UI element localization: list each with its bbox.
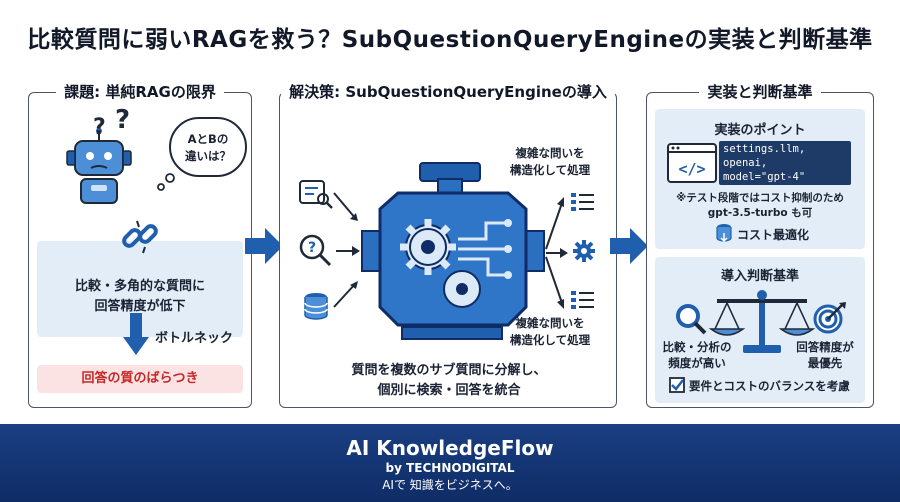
problem-panel-title: 課題: 単純RAGの限界 <box>56 83 224 101</box>
criterion-line: 回答精度が <box>796 340 854 354</box>
criterion-line: 比較・分析の <box>662 340 732 354</box>
criterion-line: 頻度が高い <box>668 356 726 370</box>
right-arrow-icon <box>610 228 648 264</box>
list-icon <box>571 193 594 211</box>
note-line: 複雑な問いを <box>515 146 585 160</box>
balance-note: 要件とコストのバランスを考慮 <box>689 379 850 393</box>
balance-scale-icon <box>708 290 816 353</box>
criteria-title: 導入判断基準 <box>720 269 799 284</box>
solution-caption: 質問を複数のサブ質問に分解し、 個別に検索・回答を統合 <box>280 361 618 401</box>
footer-byline: by TECHNODIGITAL <box>385 461 515 475</box>
thought-bubble-tail <box>157 173 175 191</box>
criterion-accuracy: 回答精度が 最優先 <box>785 339 865 371</box>
points-title: 実装のポイント <box>714 123 806 138</box>
solution-panel: 解決策: SubQuestionQueryEngineの導入 ? <box>279 83 618 408</box>
target-icon <box>813 302 846 334</box>
bottleneck-label: ボトルネック <box>155 331 234 346</box>
test-note: ※テスト段階ではコスト抑制のため gpt-3.5-turbo も可 <box>655 191 865 221</box>
issue-line: 比較・多角的な質問に <box>74 279 205 294</box>
code-line: model="gpt-4" <box>723 171 806 183</box>
down-arrow-icon <box>123 313 149 355</box>
note-line: 構造化して処理 <box>509 333 591 347</box>
result-box: 回答の質のばらつき <box>37 365 243 393</box>
gear-icon <box>573 240 595 262</box>
test-note-line: gpt-3.5-turbo も可 <box>707 207 813 219</box>
problem-panel: 課題: 単純RAGの限界 ? ? AとBの 違いは？ 比較・多角的な質問に 回答… <box>28 83 252 408</box>
issue-text: 比較・多角的な質問に 回答精度が低下 <box>37 277 243 317</box>
structure-note-top: 複雑な問いを 構造化して処理 <box>500 145 600 179</box>
list-icon <box>571 291 594 309</box>
note-line: 複雑な問いを <box>515 316 585 330</box>
footer-banner: AI KnowledgeFlow by TECHNODIGITAL AIで 知識… <box>0 424 900 502</box>
query-engine-icon <box>361 162 545 340</box>
code-window-icon: </> <box>667 143 717 183</box>
footer-brand: AI KnowledgeFlow <box>346 436 554 460</box>
checkbox-icon <box>669 377 685 393</box>
criterion-line: 最優先 <box>807 356 843 370</box>
criterion-frequency: 比較・分析の 頻度が高い <box>657 339 737 371</box>
cost-optimization-label: コスト最適化 <box>737 228 810 242</box>
code-snippet: settings.llm, openai, model="gpt-4" <box>719 141 851 185</box>
question-mark-icon: ? <box>115 105 131 135</box>
issue-line: 回答精度が低下 <box>94 299 186 314</box>
search-document-icon <box>299 180 333 209</box>
database-icon <box>304 293 328 320</box>
thought-bubble: AとBの 違いは？ <box>169 117 247 177</box>
database-icon <box>716 224 732 243</box>
main-title: 比較質問に弱いRAGを救う？SubQuestionQueryEngineの実装と… <box>27 27 873 53</box>
input-arrows <box>333 192 360 308</box>
solution-panel-title: 解決策: SubQuestionQueryEngineの導入 <box>281 83 615 101</box>
question-mark-icon: ? <box>93 115 106 140</box>
right-arrow-icon <box>245 228 283 264</box>
magnifier-icon <box>676 304 707 335</box>
broken-link-icon <box>122 220 158 254</box>
bubble-text: AとBの <box>187 132 229 146</box>
bubble-text: 違いは？ <box>185 149 231 163</box>
output-arrows <box>545 197 568 309</box>
footer-tagline: AIで 知識をビジネスへ。 <box>382 478 518 492</box>
caption-line: 個別に検索・回答を統合 <box>377 383 521 398</box>
note-line: 構造化して処理 <box>509 163 591 177</box>
caption-line: 質問を複数のサブ質問に分解し、 <box>351 363 547 378</box>
implementation-panel-title: 実装と判断基準 <box>699 83 821 101</box>
implementation-panel: 実装と判断基準 実装のポイント </> settings.llm, openai… <box>646 83 874 408</box>
test-note-line: ※テスト段階ではコスト抑制のため <box>676 192 844 204</box>
code-line: settings.llm, openai, <box>723 143 806 169</box>
svg-text:?: ? <box>308 240 316 256</box>
structure-note-bottom: 複雑な問いを 構造化して処理 <box>500 315 600 349</box>
confused-robot-icon <box>66 128 132 204</box>
svg-text:</>: </> <box>678 160 705 178</box>
question-search-icon: ? <box>299 234 332 267</box>
